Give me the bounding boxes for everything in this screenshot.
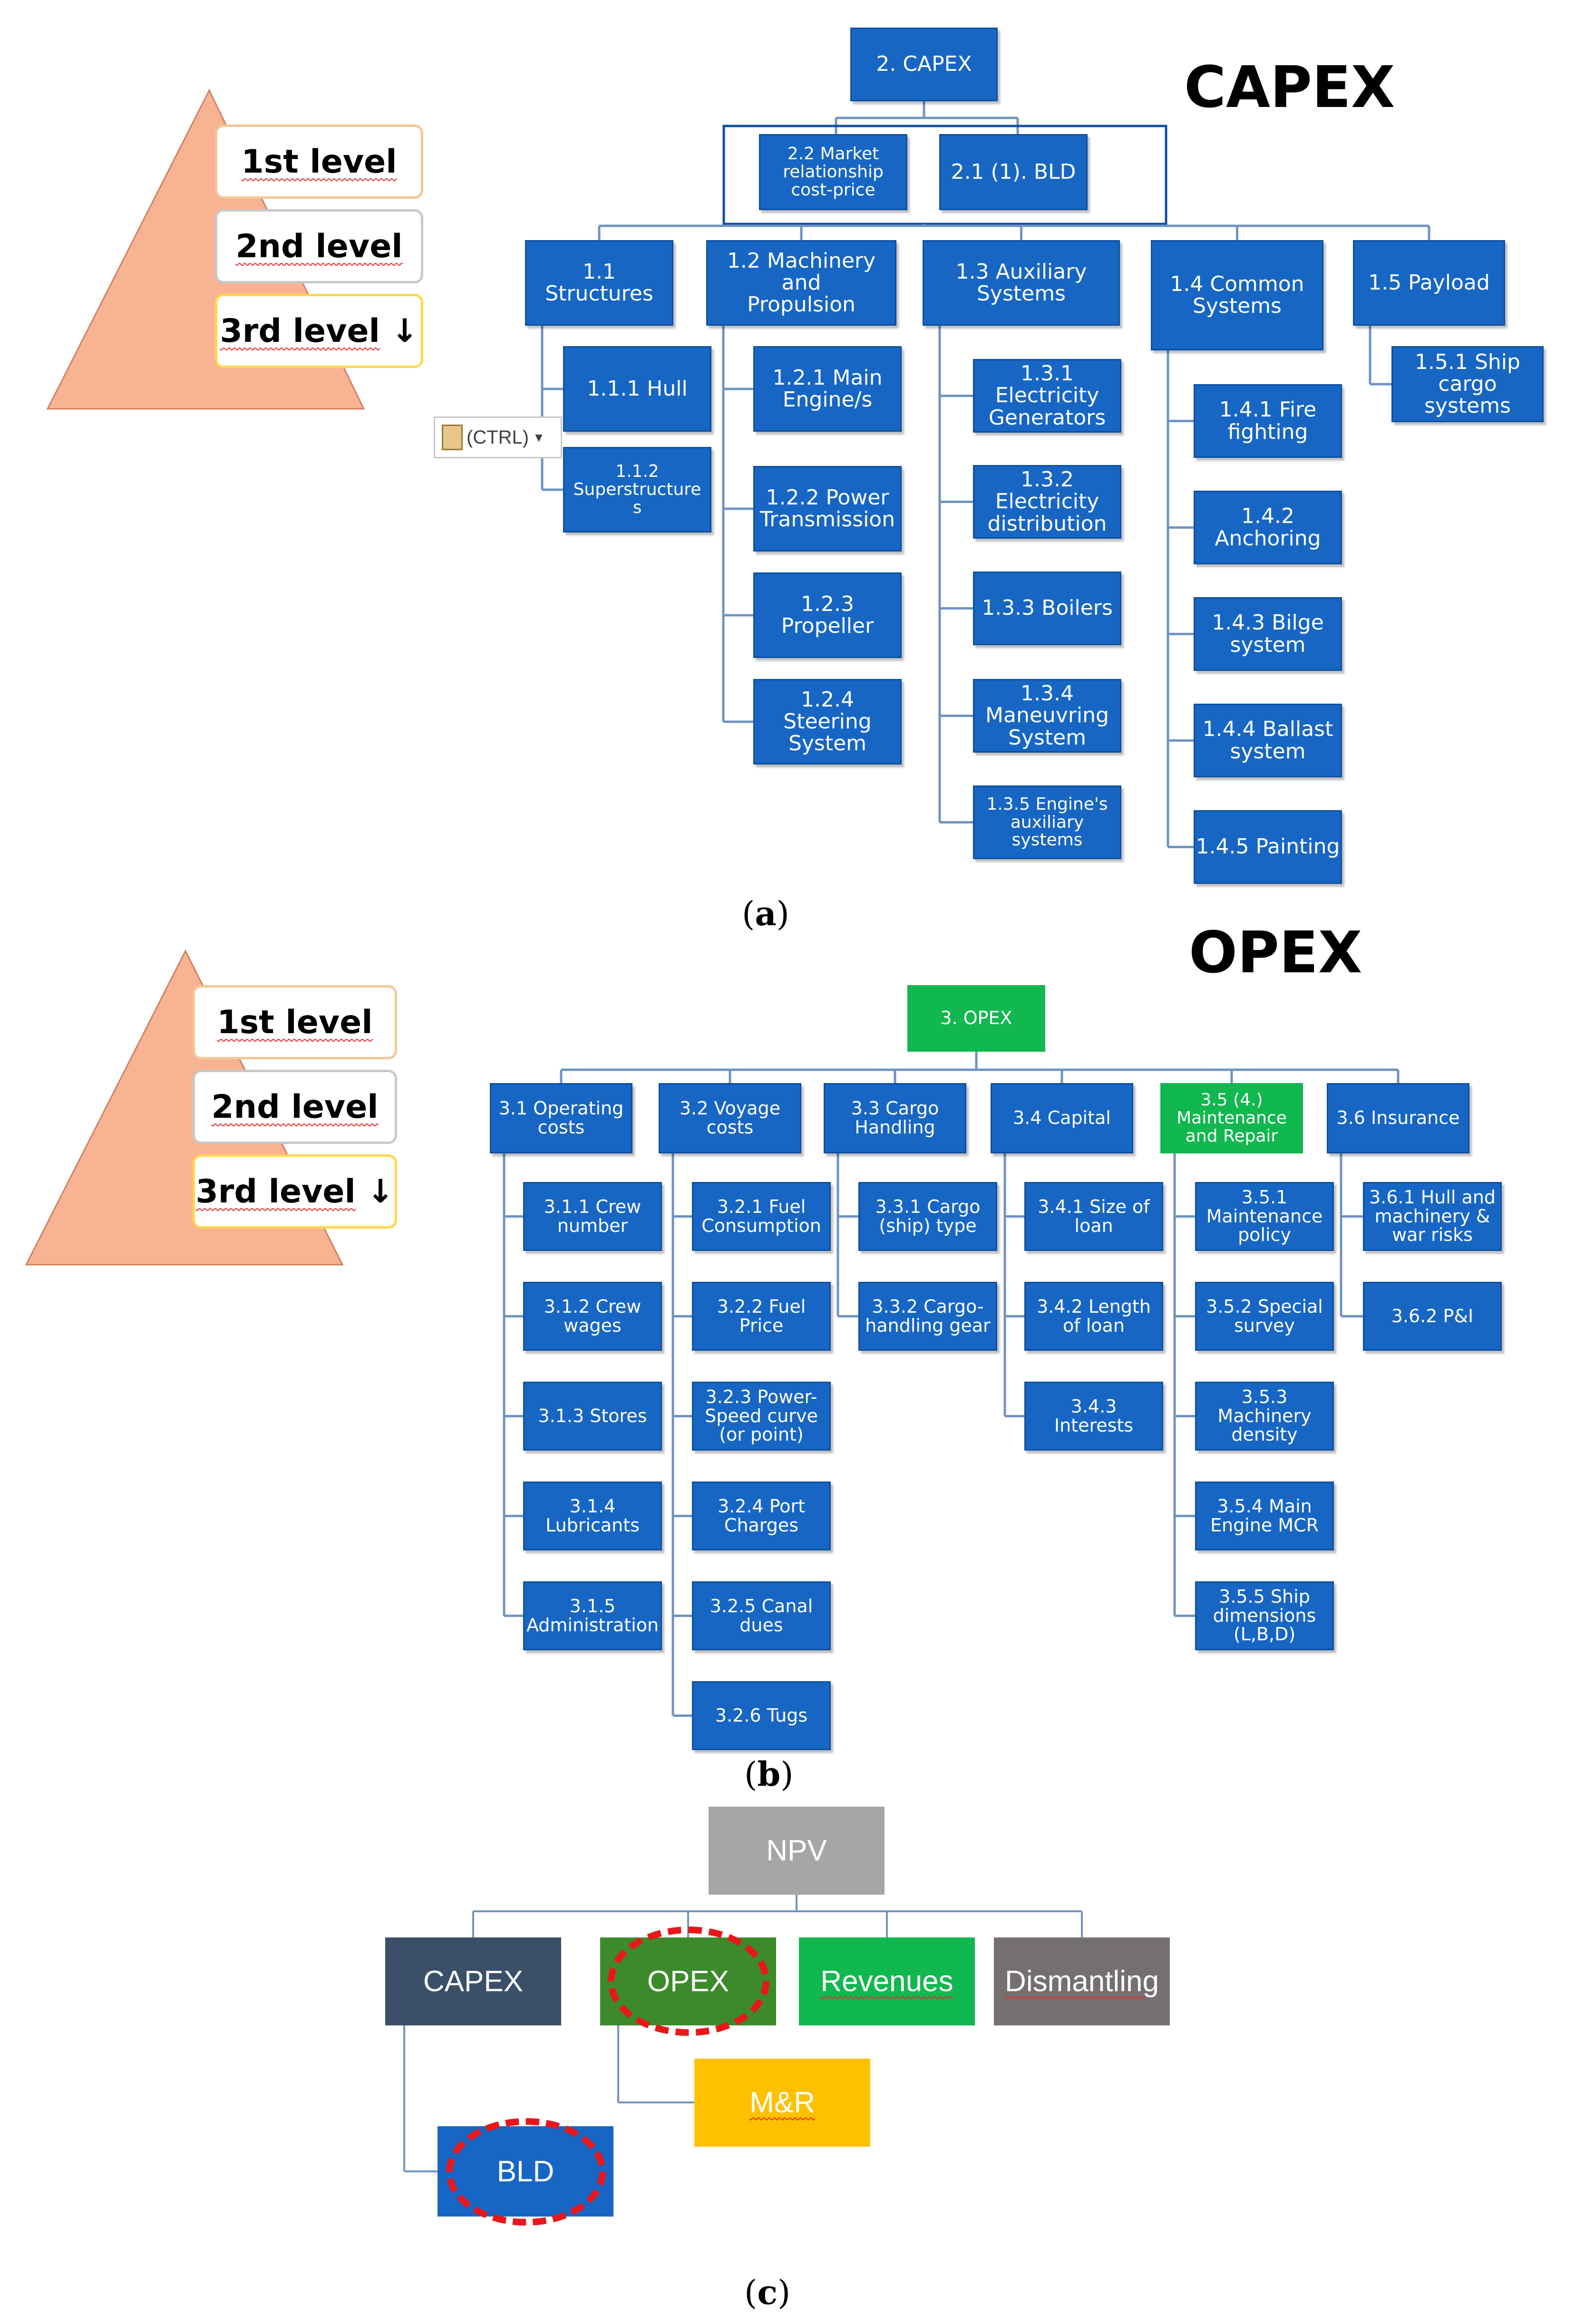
opex-item-node: 3.2.2 Fuel Price [692, 1282, 831, 1351]
opex-item-node: 3.5.4 Main Engine MCR [1195, 1482, 1334, 1550]
capex-item-node: 1.5.1 Ship cargo systems [1391, 346, 1544, 422]
market-relationship-node: 2.2 Market relationship cost-price [759, 134, 907, 210]
caption-a: (a) [742, 894, 789, 933]
capex-item-node: 1.4.4 Ballast system [1194, 704, 1342, 777]
opex-item-node: 3.4.3 Interests [1024, 1382, 1163, 1451]
capex-item-node: 1.2.3 Propeller [753, 572, 902, 658]
clipboard-icon [442, 425, 463, 450]
capex-item-node: 1.1.1 Hull [563, 346, 711, 432]
level-3-label-b: 3rd level ↓ [193, 1154, 397, 1229]
capex-item-node: 1.4.5 Painting [1194, 810, 1342, 884]
dismantling-node: Dismantling [994, 1937, 1170, 2025]
opex-item-node: 3.5.2 Special survey [1195, 1282, 1334, 1351]
opex-item-node: 3.6.1 Hull and machinery & war risks [1363, 1182, 1502, 1251]
opex-item-node: 3.5.3 Machinery density [1195, 1382, 1334, 1451]
bld-node: 2.1 (1). BLD [939, 134, 1088, 210]
capex-item-node: 1.2.2 Power Transmission [753, 466, 902, 552]
capex-group-node: 1.5 Payload [1353, 240, 1505, 326]
level-1-label: 1st level [215, 125, 423, 199]
opex-group-node: 3.1 Operating costs [490, 1083, 632, 1153]
opex-highlight-oval [608, 1927, 769, 2036]
opex-group-node: 3.5 (4.) Maintenance and Repair [1160, 1083, 1303, 1153]
opex-item-node: 3.5.5 Ship dimensions (L,B,D) [1195, 1581, 1334, 1650]
level-2-label: 2nd level [215, 209, 423, 283]
capex-item-node: 1.3.3 Boilers [973, 571, 1121, 645]
caption-c: (c) [744, 2273, 791, 2312]
opex-group-node: 3.6 Insurance [1327, 1083, 1469, 1153]
bld-highlight-oval [446, 2118, 606, 2226]
capex-item-node: 1.1.2 Superstructure s [563, 447, 711, 533]
opex-group-node: 3.4 Capital [991, 1083, 1133, 1153]
capex-group-node: 1.4 Common Systems [1151, 240, 1323, 350]
opex-item-node: 3.1.1 Crew number [523, 1182, 662, 1251]
paste-options-button[interactable]: (CTRL) ▼ [434, 416, 562, 458]
opex-group-node: 3.2 Voyage costs [659, 1083, 801, 1153]
opex-root-node: 3. OPEX [907, 985, 1045, 1052]
level-1-label-b: 1st level [193, 985, 397, 1059]
capex-group-node: 1.3 Auxiliary Systems [923, 240, 1120, 326]
capex-item-node: 1.4.3 Bilge system [1194, 597, 1342, 671]
opex-item-node: 3.3.1 Cargo (ship) type [858, 1182, 997, 1251]
revenues-node: Revenues [799, 1937, 975, 2025]
mr-node: M&R [694, 2059, 870, 2147]
level-2-label-b: 2nd level [193, 1070, 397, 1144]
opex-item-node: 3.1.3 Stores [523, 1382, 662, 1451]
opex-item-node: 3.3.2 Cargo- handling gear [858, 1282, 997, 1351]
caption-b: (b) [744, 1754, 794, 1794]
capex-item-node: 1.4.2 Anchoring [1194, 491, 1342, 564]
capex-item-node: 1.4.1 Fire fighting [1194, 384, 1342, 458]
chevron-down-icon: ▼ [533, 430, 545, 445]
capex-root-node: 2. CAPEX [850, 28, 998, 101]
opex-item-node: 3.6.2 P&I [1363, 1282, 1502, 1351]
capex-node: CAPEX [385, 1937, 561, 2025]
opex-item-node: 3.2.4 Port Charges [692, 1482, 831, 1550]
opex-item-node: 3.2.5 Canal dues [692, 1581, 831, 1650]
opex-item-node: 3.1.4 Lubricants [523, 1482, 662, 1550]
opex-item-node: 3.1.5 Administration [523, 1581, 662, 1650]
opex-item-node: 3.4.1 Size of loan [1024, 1182, 1163, 1251]
level-3-label: 3rd level ↓ [215, 294, 423, 368]
opex-item-node: 3.2.3 Power- Speed curve (or point) [692, 1382, 831, 1451]
capex-title: CAPEX [1184, 55, 1395, 121]
capex-group-node: 1.1 Structures [525, 240, 673, 326]
opex-title: OPEX [1189, 920, 1362, 986]
capex-item-node: 1.2.1 Main Engine/s [753, 346, 902, 432]
capex-item-node: 1.3.1 Electricity Generators [973, 359, 1121, 433]
opex-item-node: 3.5.1 Maintenance policy [1195, 1182, 1334, 1251]
opex-item-node: 3.2.1 Fuel Consumption [692, 1182, 831, 1251]
capex-group-node: 1.2 Machinery and Propulsion [706, 240, 896, 326]
capex-item-node: 1.3.4 Maneuvring System [973, 679, 1121, 753]
opex-item-node: 3.1.2 Crew wages [523, 1282, 662, 1351]
npv-node: NPV [709, 1807, 885, 1895]
capex-item-node: 1.2.4 Steering System [753, 679, 902, 765]
capex-item-node: 1.3.5 Engine's auxiliary systems [973, 785, 1121, 859]
capex-item-node: 1.3.2 Electricity distribution [973, 465, 1121, 539]
opex-item-node: 3.2.6 Tugs [692, 1681, 831, 1750]
opex-item-node: 3.4.2 Length of loan [1024, 1282, 1163, 1351]
opex-group-node: 3.3 Cargo Handling [824, 1083, 966, 1153]
